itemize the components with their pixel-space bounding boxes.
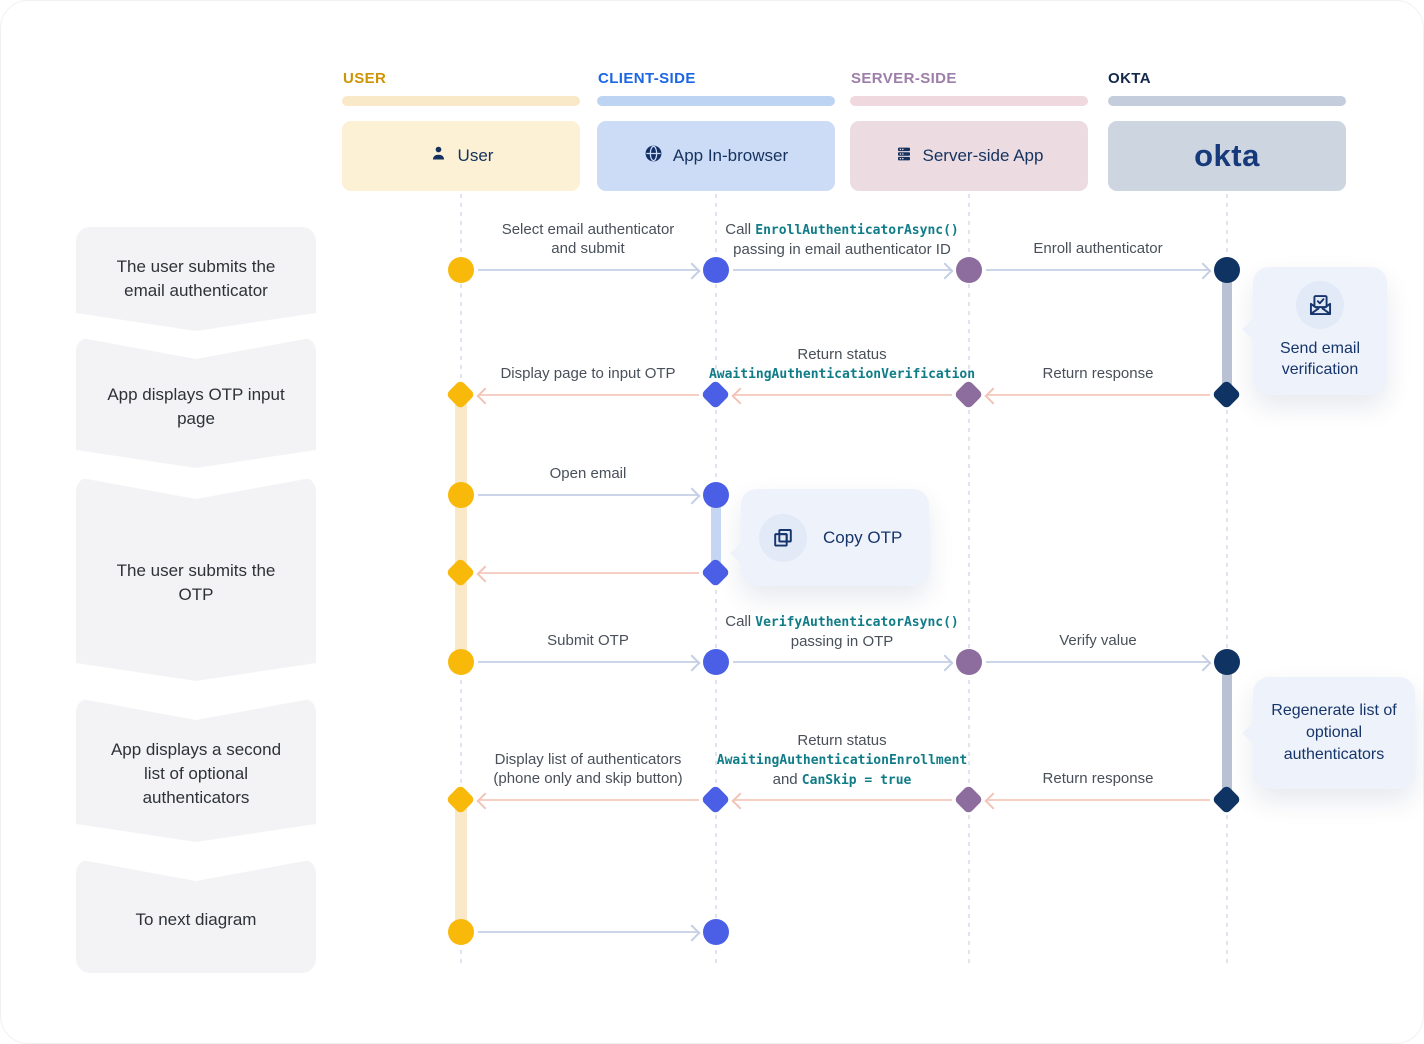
lane-card-label: Server-side App	[922, 146, 1044, 165]
lane-card-server: Server-side App	[850, 121, 1088, 191]
server-icon	[895, 145, 913, 168]
step-panel: The user submits the OTP	[76, 477, 316, 681]
message-label: Return status AwaitingAuthenticationEnro…	[716, 732, 968, 788]
node-circle-okta	[1214, 649, 1240, 675]
lane-underline-client	[597, 96, 835, 106]
node-diamond-okta	[1211, 379, 1242, 410]
message-arrow	[984, 387, 1210, 404]
message-label: Return response	[1042, 365, 1154, 382]
lifeline-okta	[1226, 194, 1228, 968]
callout-regenerate-list: Regenerate list of optional authenticato…	[1242, 677, 1415, 789]
node-circle-client	[703, 919, 729, 945]
callout-tail	[730, 541, 743, 565]
globe-icon	[644, 144, 663, 168]
node-circle-user	[448, 257, 474, 283]
step-panel: App displays a second list of optional a…	[76, 698, 316, 842]
step-label: To next diagram	[135, 910, 257, 929]
message-label: Verify value	[1059, 632, 1137, 649]
callout-send-email-verification: Send email verification	[1242, 267, 1387, 395]
message-label: Return response	[1042, 770, 1154, 787]
node-diamond-client	[700, 557, 731, 588]
message-label: Display list of authenticators(phone onl…	[493, 751, 683, 787]
step-panel: To next diagram	[76, 859, 316, 973]
message-arrow	[986, 654, 1212, 671]
activation-bar-user	[455, 395, 467, 662]
copy-icon	[759, 513, 807, 562]
node-circle-user	[448, 482, 474, 508]
lane-header-okta: OKTA	[1108, 70, 1151, 87]
lane-underline-okta	[1108, 96, 1346, 106]
message-arrow	[733, 262, 954, 279]
node-diamond-user	[445, 379, 476, 410]
node-circle-server	[956, 649, 982, 675]
callout-copy-otp: Copy OTP	[730, 489, 929, 586]
message-arrow	[984, 792, 1210, 809]
callout-label: Regenerate list of optional authenticato…	[1271, 702, 1397, 763]
lane-card-label: User	[457, 146, 494, 165]
step-label: The user submits the email authenticator	[116, 257, 276, 300]
node-circle-server	[956, 257, 982, 283]
lane-card-label: App In-browser	[672, 146, 789, 165]
callout-label: Copy OTP	[823, 527, 903, 547]
activation-bar-okta	[1222, 270, 1232, 395]
step-panel: The user submits the email authenticator	[76, 227, 316, 331]
message-arrow	[731, 387, 952, 404]
email-verification-icon	[1296, 281, 1344, 329]
callout-tail	[1242, 317, 1255, 341]
message-arrow	[476, 792, 699, 809]
message-arrow	[478, 924, 701, 941]
step-label: App displays OTP input page	[107, 384, 285, 428]
step-label: App displays a second list of optional a…	[110, 740, 282, 807]
activation-bar-user	[455, 800, 467, 932]
activation-bar-client	[711, 495, 721, 573]
node-circle-client	[703, 649, 729, 675]
message-label: Call VerifyAuthenticatorAsync() passing …	[725, 613, 959, 650]
lane-card-client: App In-browser	[597, 121, 835, 191]
lane-card-user: User	[342, 121, 580, 191]
node-diamond-user	[445, 784, 476, 815]
step-panel: App displays OTP input page	[76, 337, 316, 468]
lane-header-server: SERVER-SIDE	[851, 70, 957, 87]
node-circle-okta	[1214, 257, 1240, 283]
node-diamond-okta	[1211, 784, 1242, 815]
node-diamond-user	[445, 557, 476, 588]
step-label: The user submits the OTP	[116, 561, 276, 604]
node-circle-client	[703, 257, 729, 283]
lane-underline-server	[850, 96, 1088, 106]
node-circle-user	[448, 919, 474, 945]
node-circle-client	[703, 482, 729, 508]
node-circle-user	[448, 649, 474, 675]
lane-header-user: USER	[343, 70, 387, 87]
message-arrow	[476, 387, 699, 404]
callout-label: Send email verification	[1279, 340, 1361, 378]
lane-underline-user	[342, 96, 580, 106]
message-label: Call EnrollAuthenticatorAsync() passing …	[725, 221, 959, 258]
person-icon	[429, 144, 448, 168]
message-arrow	[986, 262, 1212, 279]
activation-bar-okta	[1222, 662, 1232, 800]
message-label: Return status AwaitingAuthenticationVeri…	[708, 346, 976, 382]
lane-card-okta: okta	[1108, 121, 1346, 191]
message-arrow	[733, 654, 954, 671]
callout-tail	[1242, 721, 1255, 745]
message-arrow	[731, 792, 952, 809]
lane-header-client: CLIENT-SIDE	[598, 70, 696, 87]
message-arrow	[478, 487, 701, 504]
message-label: Enroll authenticator	[1033, 240, 1163, 257]
node-diamond-client	[700, 379, 731, 410]
node-diamond-server	[953, 379, 984, 410]
message-label: Submit OTP	[547, 632, 629, 649]
message-label: Open email	[549, 465, 627, 482]
message-arrow	[478, 654, 701, 671]
message-label: Display page to input OTP	[500, 365, 676, 382]
okta-logo: okta	[1194, 138, 1260, 173]
lifeline-server	[968, 194, 970, 968]
message-arrow	[476, 565, 699, 582]
message-arrow	[478, 262, 701, 279]
